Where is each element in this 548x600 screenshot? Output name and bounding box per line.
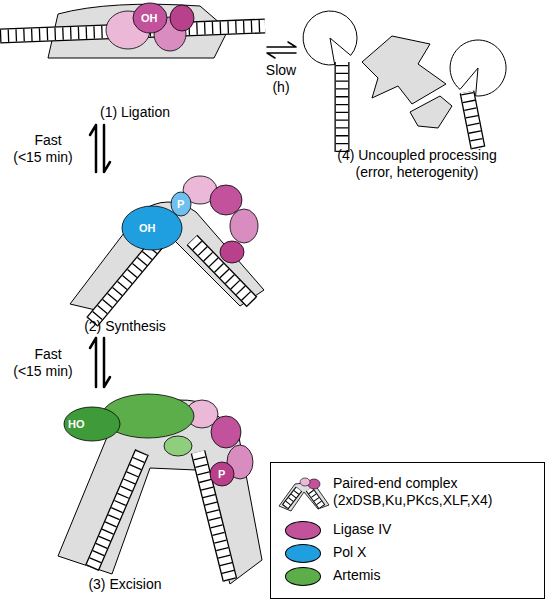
- end-chemistry-label: P: [218, 468, 225, 480]
- rate-label: Fast (<15 min): [10, 346, 76, 380]
- legend-text: Artemis: [333, 567, 533, 584]
- rate-label: Slow (h): [261, 62, 301, 96]
- state-node: (1) Ligation: [0, 0, 265, 122]
- rate-label: Fast (<15 min): [10, 132, 76, 166]
- legend-text: Pol X: [333, 544, 533, 561]
- legend-swatch: [285, 567, 321, 586]
- state-caption: (4) Uncoupled processing (error, heterog…: [328, 147, 506, 181]
- state-caption: (3) Excision: [65, 576, 185, 593]
- arrow-line: [267, 53, 296, 58]
- end-chemistry-label: OH: [139, 222, 156, 234]
- legend-swatch: [285, 544, 321, 563]
- arrow-line: [104, 125, 110, 172]
- legend-swatch: [285, 521, 321, 540]
- state-caption: (2) Synthesis: [70, 318, 180, 335]
- end-chemistry-label: HO: [68, 418, 85, 430]
- end-chemistry-label: OH: [141, 12, 158, 24]
- arrow-line: [104, 338, 110, 387]
- arrow-line: [90, 125, 96, 172]
- legend-text: Ligase IV: [333, 521, 533, 538]
- equilibrium-arrow: [267, 42, 296, 58]
- end-chemistry-label: P: [177, 198, 184, 210]
- equilibrium-arrow: [90, 125, 110, 172]
- arrow-line: [267, 42, 296, 47]
- equilibrium-arrow: [90, 338, 110, 387]
- arrow-line: [90, 338, 96, 387]
- state-node: (4) Uncoupled processing (error, heterog…: [298, 0, 545, 185]
- state-node: (2) Synthesis: [70, 175, 265, 335]
- state-caption: (1) Ligation: [55, 104, 215, 121]
- legend-box: Paired-end complex (2xDSB,Ku,PKcs,XLF,X4…: [270, 462, 545, 599]
- legend-text: Paired-end complex (2xDSB,Ku,PKcs,XLF,X4…: [333, 475, 538, 509]
